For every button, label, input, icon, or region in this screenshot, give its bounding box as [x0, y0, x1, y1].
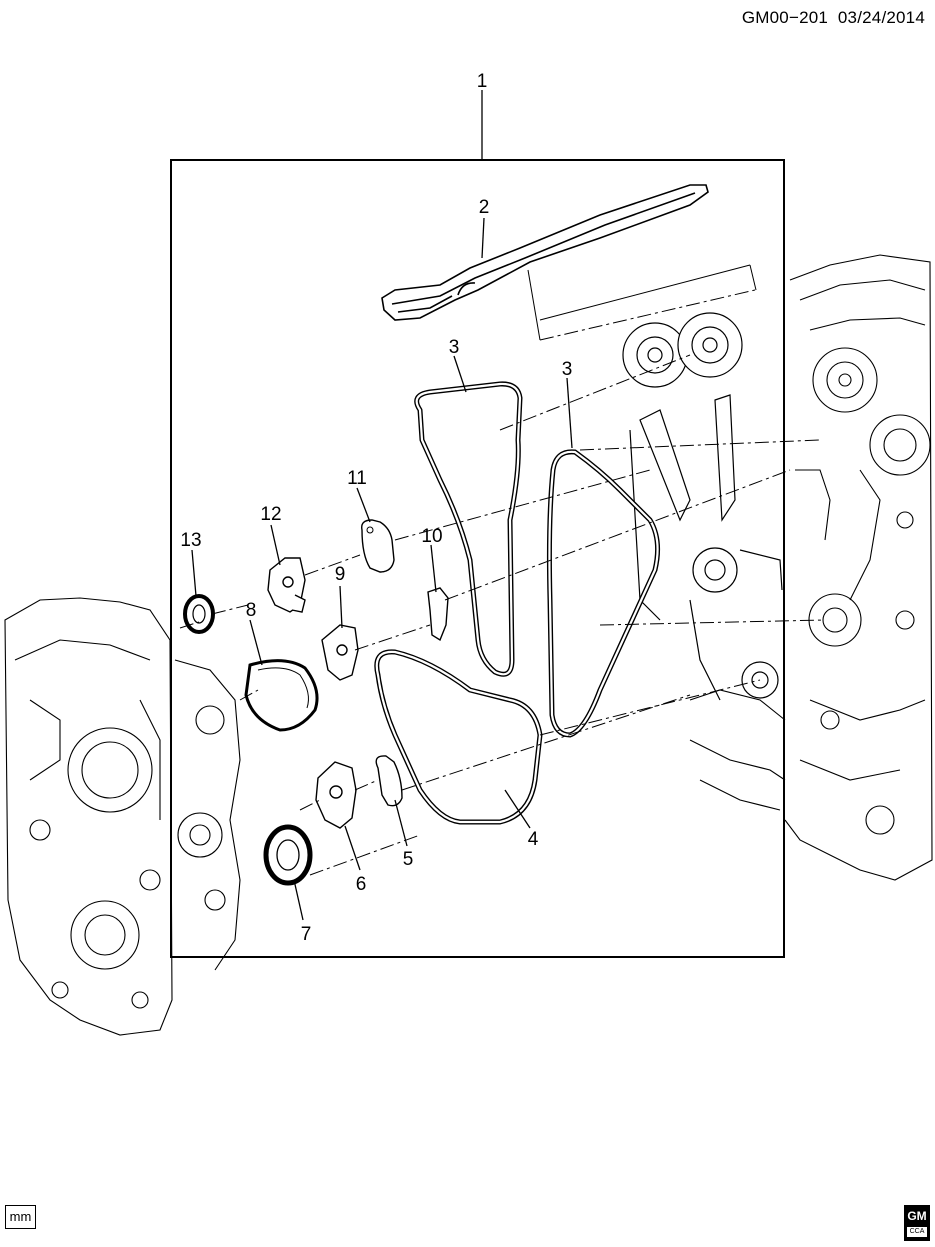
seal-13 [183, 594, 215, 634]
gm-logo-icon: GM CCA [904, 1205, 930, 1241]
callout-5: 5 [403, 849, 414, 870]
callout-7: 7 [301, 924, 312, 945]
gasket-11 [361, 519, 395, 573]
timing-chain-left-inner [415, 382, 522, 676]
engine-block-right [689, 254, 933, 881]
gasket-8 [244, 659, 319, 732]
timing-chain-right-inner [548, 450, 659, 737]
leader-lines [191, 90, 573, 921]
camshaft-sprockets [622, 312, 783, 701]
callout-labels: 1 2 3 3 4 5 6 7 8 9 10 11 12 13 [180, 71, 572, 945]
alignment-lines [179, 264, 826, 876]
tensioner-6 [315, 761, 357, 829]
callout-10: 10 [421, 526, 442, 547]
callout-6: 6 [356, 874, 367, 895]
tensioner-9 [321, 624, 359, 681]
callout-4: 4 [528, 829, 539, 850]
callout-1: 1 [477, 71, 488, 92]
gm-logo-subtext: CCA [907, 1227, 927, 1237]
crank-seal-7 [263, 824, 313, 886]
diagram-header: GM00−201 03/24/2014 [742, 8, 925, 28]
guide-10 [427, 587, 449, 642]
callout-13: 13 [180, 530, 201, 551]
gm-logo-text: GM [907, 1209, 927, 1223]
diagram-date: 03/24/2014 [837, 8, 925, 27]
timing-chain-right [546, 449, 661, 738]
callout-12: 12 [260, 504, 281, 525]
callout-3b: 3 [562, 359, 573, 380]
gasket-5 [375, 755, 403, 807]
gasket-11-hole [366, 526, 374, 534]
tensioner-12 [267, 557, 306, 613]
chain-guide-upper [381, 184, 709, 321]
callout-2: 2 [479, 197, 490, 218]
units-badge: mm [5, 1205, 36, 1229]
callout-3a: 3 [449, 337, 460, 358]
callout-9: 9 [335, 564, 346, 585]
callout-8: 8 [246, 600, 257, 621]
diagram-code: GM00−201 [741, 8, 829, 27]
front-cover-left [4, 597, 241, 1036]
callout-11: 11 [347, 468, 367, 489]
assembly-frame [170, 159, 785, 958]
